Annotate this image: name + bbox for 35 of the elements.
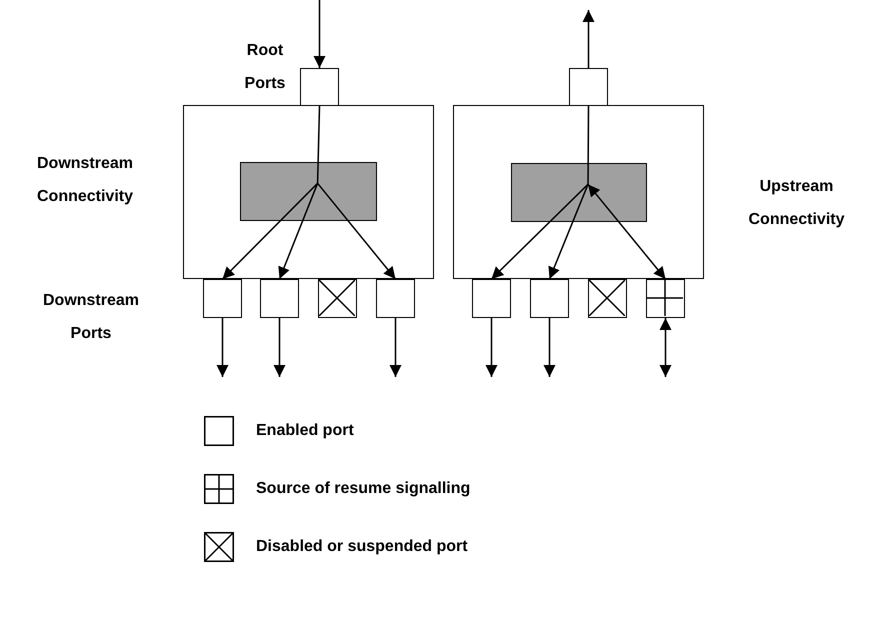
arrow xyxy=(544,318,556,377)
arrow xyxy=(490,184,589,280)
port-box xyxy=(300,68,339,106)
arrow xyxy=(486,318,498,377)
port-box xyxy=(260,279,299,318)
arrow xyxy=(587,184,666,280)
port-box xyxy=(472,279,511,318)
port-box xyxy=(376,279,415,318)
resume-port-box xyxy=(646,279,685,318)
arrow xyxy=(660,318,672,377)
part-label: Root Ports xyxy=(244,41,286,94)
arrow xyxy=(317,182,396,280)
part-label: Upstream Connectivity xyxy=(747,177,846,230)
arrow xyxy=(274,318,286,377)
arrow xyxy=(216,318,228,377)
disabled-port-box xyxy=(588,279,627,318)
hub-box xyxy=(183,105,434,279)
hub-box xyxy=(453,105,704,279)
part-label: Downstream Connectivity xyxy=(36,154,134,207)
disabled-port-box xyxy=(318,279,357,318)
port-box xyxy=(569,68,608,106)
port-box xyxy=(530,279,569,318)
arrow xyxy=(390,318,402,377)
arrow xyxy=(548,184,589,280)
legend-label: Source of resume signalling xyxy=(256,479,470,499)
arrow xyxy=(222,182,318,280)
part-label: Downstream Ports xyxy=(42,291,140,344)
switch-matrix-box xyxy=(240,162,376,220)
port-box xyxy=(203,279,242,318)
arrow xyxy=(278,183,318,280)
legend-label: Disabled or suspended port xyxy=(256,537,468,557)
legend-label: Enabled port xyxy=(256,421,354,441)
switch-matrix-box xyxy=(510,162,646,222)
arrow xyxy=(582,10,594,68)
arrow xyxy=(314,0,326,68)
